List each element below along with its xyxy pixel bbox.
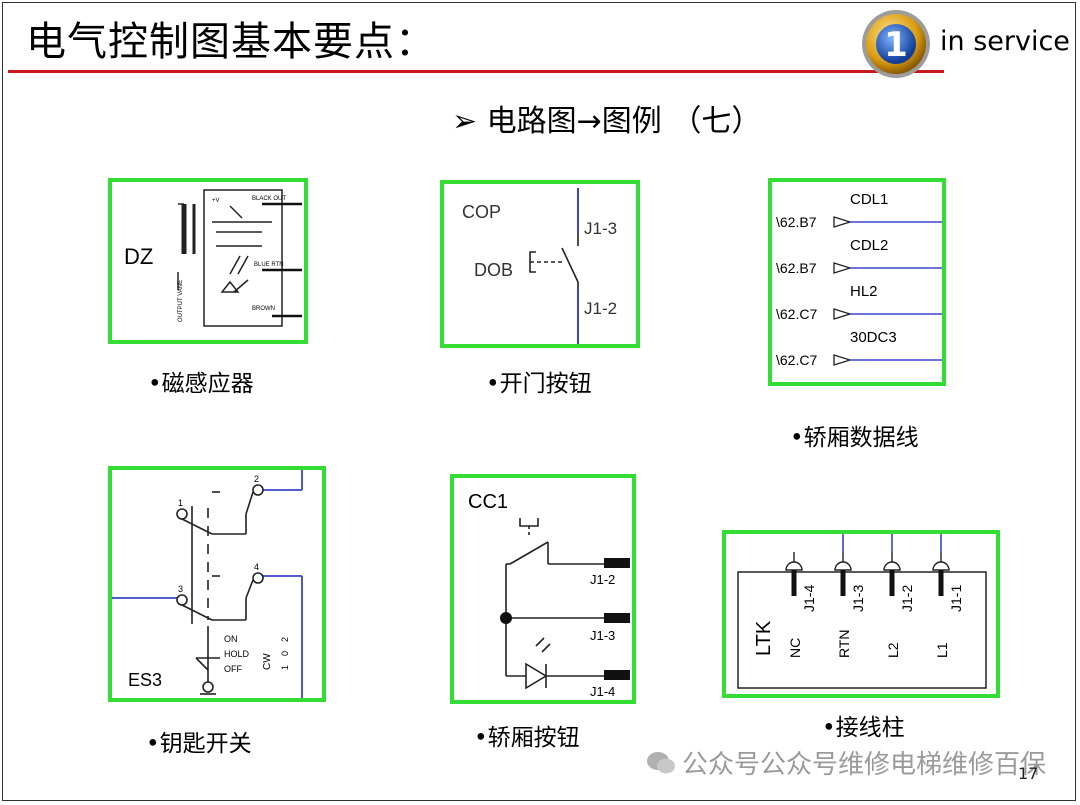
caption-cc1: •轿厢按钮 [474,725,580,751]
dz-black-out-label: BLACK OUT [252,196,286,202]
watermark-text: 公众号公众号维修电梯维修百保 [682,750,1047,780]
dz-brown-label: BROWN [252,306,275,312]
service-logo-icon: 1 [862,10,930,78]
dz-label: DZ [124,244,153,269]
cop-dob-label: DOB [474,260,513,280]
car-line-ref: \62.B7 [776,214,817,230]
connector-arrow-icon [833,354,853,366]
car-line-ref: \62.B7 [776,260,817,276]
es3-cw-value-0: 0 [280,651,290,656]
dz-blue-rtn-label: BLUE RTN [254,262,284,268]
cc1-pin-2: J1-3 [590,628,615,643]
terminal-cap-icon [834,561,852,571]
logo-numeral: 1 [884,25,908,65]
ltk-pin-label: J1-4 [801,585,817,612]
terminal-pin [791,570,797,596]
cc1-label: CC1 [468,491,508,513]
es3-label: ES3 [128,670,162,690]
cc1-car-button-diagram: CC1 J1-2 J1-3 J1-4 [468,491,630,699]
caption-car-lines: •轿厢数据线 [790,425,919,451]
connector-arrow-icon [833,216,853,228]
ltk-signal-label: RTN [836,629,852,658]
ltk-pin-label: J1-3 [850,585,866,612]
es3-position-on: ON [224,634,238,644]
caption-dz: •磁感应器 [148,371,254,397]
es3-position-hold: HOLD [224,649,250,659]
page-number: 17 [1018,764,1039,783]
slide-title: 电气控制图基本要点： [26,19,436,65]
es3-terminal-2: 2 [254,474,259,484]
slide-subtitle: ➢ 电路图→图例 （七） [452,104,762,139]
car-line-ref: \62.C7 [776,306,817,322]
cc1-pin-3: J1-4 [590,684,615,699]
dz-output-vane-label: OUTPUT VANE [178,280,184,322]
panel-dz-sensor: DZ BLACK OUT BLUE RTN BROWN +V OUTPUT VA… [108,178,308,344]
title-underline [8,70,944,73]
es3-cw-value-1: 1 [280,665,290,670]
es3-cw-label: CW [262,653,273,670]
es3-terminal-3: 3 [178,584,183,594]
dz-plus-v-label: +V [212,198,220,204]
panel-cop-button: COP DOB J1-3 J1-2 [440,180,640,348]
connector-arrow-icon [833,262,853,274]
es3-position-off: OFF [224,664,242,674]
ltk-signal-label: L2 [885,642,901,658]
caption-ltk: •接线柱 [822,715,905,741]
es3-cw-value-2: 2 [280,637,290,642]
terminal-pin [840,570,846,596]
cop-pin-top: J1-3 [584,219,617,238]
terminal-cap-icon [883,561,901,571]
ltk-signal-label: NC [787,638,803,658]
ltk-label: LTK [753,620,775,656]
cop-button-diagram: COP DOB J1-3 J1-2 [462,188,617,344]
connector-arrow-icon [833,308,853,320]
es3-terminal-4: 4 [254,562,259,572]
caption-es3: •钥匙开关 [146,731,252,757]
car-line-name: HL2 [850,283,878,300]
logo-text: in service [940,26,1070,57]
terminal-pin [938,570,944,596]
wechat-icon [647,752,675,774]
panel-es3-key-switch: 1 2 3 4 ON HOLD OFF CW 1 0 2 ES3 [108,466,326,702]
terminal-cap-icon [785,561,803,571]
car-line-ref: \62.C7 [776,352,817,368]
car-line-name: CDL2 [850,237,888,254]
cc1-pin-1: J1-2 [590,572,615,587]
ltk-signal-label: L1 [934,642,950,658]
car-line-name: 30DC3 [850,329,897,346]
cop-pin-bottom: J1-2 [584,299,617,318]
panel-cc1-car-button: CC1 J1-2 J1-3 J1-4 [450,474,636,704]
es3-terminal-1: 1 [178,498,183,508]
ltk-pin-label: J1-2 [899,585,915,612]
terminal-cap-icon [932,561,950,571]
terminal-pin [889,570,895,596]
ltk-pin-label: J1-1 [948,585,964,612]
caption-cop: •开门按钮 [486,371,592,397]
es3-key-switch-diagram: 1 2 3 4 ON HOLD OFF CW 1 0 2 ES3 [112,470,303,698]
dz-sensor-diagram: DZ BLACK OUT BLUE RTN BROWN +V OUTPUT VA… [124,189,302,327]
car-line-name: CDL1 [850,191,888,208]
cop-label: COP [462,202,501,222]
